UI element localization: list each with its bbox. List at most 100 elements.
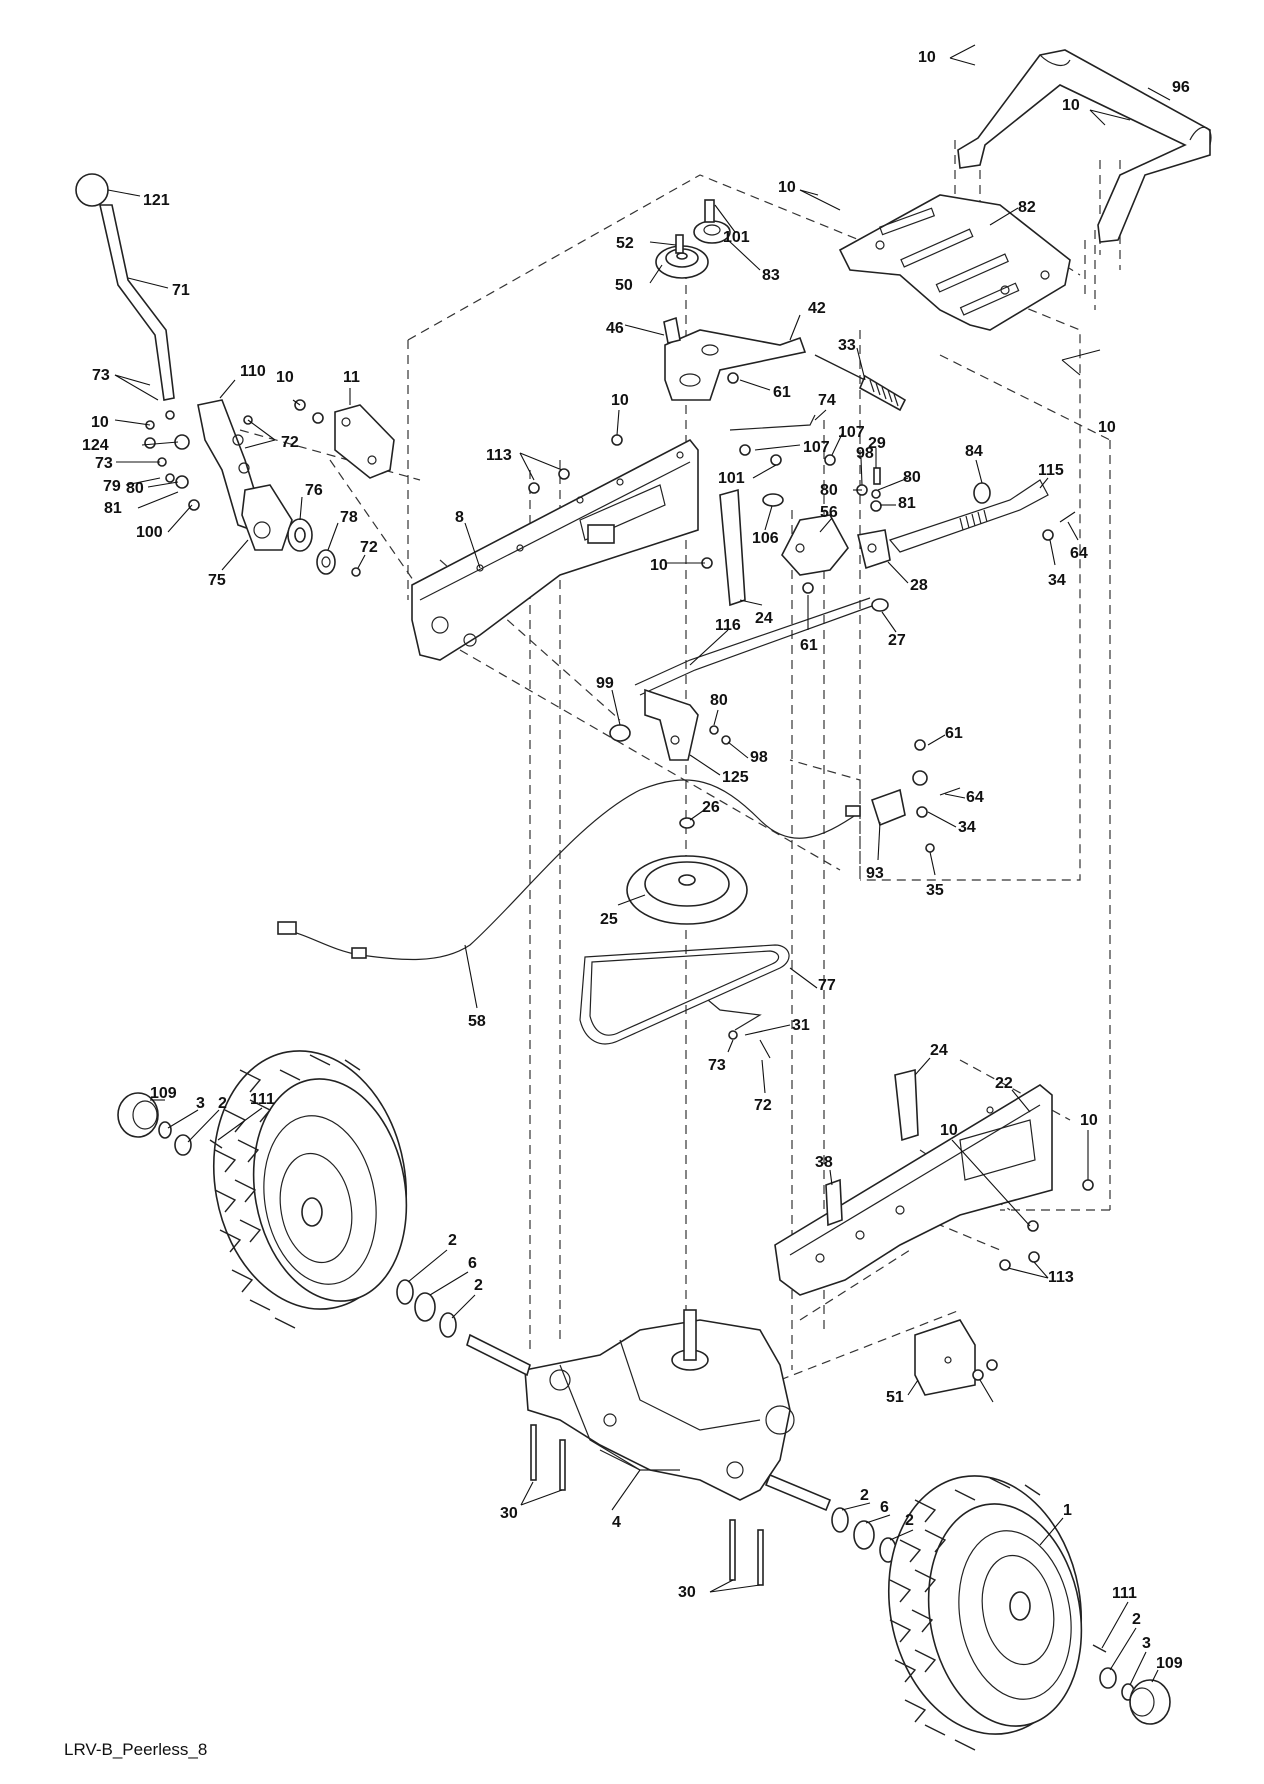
label-72: 72 [754, 1097, 772, 1114]
washer-2c [439, 1312, 457, 1338]
nut-113d [999, 1259, 1011, 1271]
label-22: 22 [995, 1075, 1013, 1092]
clip-73c [728, 1030, 738, 1040]
label-3: 3 [196, 1095, 205, 1112]
label-50: 50 [615, 277, 633, 294]
washer-2b [396, 1279, 414, 1305]
clip-107a [739, 444, 751, 456]
bracket-part-93 [871, 788, 906, 827]
cam-plate-part-56 [781, 514, 849, 576]
label-42: 42 [808, 300, 826, 317]
label-113: 113 [1048, 1269, 1074, 1286]
label-75: 75 [208, 572, 226, 589]
rear-wheel-right [887, 1475, 1083, 1751]
label-51: 51 [886, 1389, 904, 1406]
label-99: 99 [596, 675, 614, 692]
label-58: 58 [468, 1013, 486, 1030]
drive-belt-part-77 [579, 944, 790, 1045]
label-77: 77 [818, 977, 836, 994]
brake-cable-part-58 [277, 779, 861, 961]
label-10: 10 [611, 392, 629, 409]
label-80: 80 [903, 469, 921, 486]
label-109: 109 [150, 1085, 177, 1102]
key-111b [1092, 1644, 1107, 1653]
label-25: 25 [600, 911, 618, 928]
label-93: 93 [866, 865, 884, 882]
bolt-10i [1082, 1179, 1094, 1191]
spring-rod-part-115 [888, 479, 1049, 553]
clip-3a [158, 1121, 172, 1139]
bushing-part-76 [287, 518, 313, 552]
label-72: 72 [360, 539, 378, 556]
label-2: 2 [860, 1487, 869, 1504]
label-6: 6 [468, 1255, 477, 1272]
label-10: 10 [918, 49, 936, 66]
label-116: 116 [715, 617, 741, 634]
label-98: 98 [856, 445, 874, 462]
nut-35 [925, 843, 935, 853]
washer-2d [831, 1507, 849, 1533]
pin-64a [1059, 511, 1076, 523]
label-80: 80 [710, 692, 728, 709]
washer-2a [174, 1134, 192, 1156]
drive-pulley-part-25 [626, 855, 748, 925]
diagram-caption: LRV-B_Peerless_8 [64, 1740, 208, 1759]
washer-part-84 [973, 482, 991, 504]
bolt-10h [1027, 1220, 1039, 1232]
bracket-part-24-lower [894, 1068, 919, 1142]
clip-107b [824, 454, 836, 466]
label-84: 84 [965, 443, 983, 460]
label-10: 10 [91, 414, 109, 431]
label-61: 61 [800, 637, 818, 654]
label-64: 64 [1070, 545, 1088, 562]
left-hardware [144, 399, 361, 577]
mounting-plate-part-82 [838, 194, 1071, 331]
label-24: 24 [930, 1042, 948, 1059]
axle-right [764, 1473, 832, 1512]
label-83: 83 [762, 267, 780, 284]
bracket-part-38 [825, 1178, 843, 1227]
axle-left [466, 1333, 531, 1377]
rod-part-116 [634, 597, 873, 696]
label-10: 10 [1098, 419, 1116, 436]
pivot-bracket-part-75 [241, 484, 293, 551]
label-61: 61 [945, 725, 963, 742]
label-111: 111 [1112, 1585, 1137, 1602]
label-124: 124 [82, 437, 109, 454]
pivot-arm-part-28 [857, 529, 891, 570]
label-29: 29 [868, 435, 886, 452]
spring-part-33 [814, 354, 907, 412]
part-labels: 10 96 10 121 10 82 101 52 83 50 71 42 46… [82, 49, 1190, 1672]
label-81: 81 [104, 500, 122, 517]
bolt-10e [611, 434, 623, 446]
label-26: 26 [702, 799, 720, 816]
bushing-part-99 [609, 724, 631, 742]
hub-cap-part-109-left [117, 1092, 159, 1138]
label-52: 52 [616, 235, 634, 252]
idler-pulley-part-50 [655, 245, 709, 279]
small-hardware-29-80-81-98 [856, 467, 882, 512]
washer-part-27 [871, 598, 889, 612]
label-101: 101 [718, 470, 745, 487]
nut-113a [528, 482, 540, 494]
label-110: 110 [240, 363, 266, 380]
label-38: 38 [815, 1154, 833, 1171]
label-79: 79 [103, 478, 121, 495]
label-78: 78 [340, 509, 358, 526]
label-31: 31 [792, 1017, 810, 1034]
bolt-10k [986, 1359, 998, 1371]
label-2: 2 [218, 1095, 227, 1112]
pin-72c [759, 1039, 771, 1059]
label-2: 2 [474, 1277, 483, 1294]
bolt-101b [770, 454, 782, 466]
label-11: 11 [343, 369, 360, 386]
frame-rail-part-8 [411, 438, 699, 661]
washer-part-78 [316, 549, 336, 575]
label-107: 107 [803, 439, 830, 456]
washer-2f [1099, 1667, 1117, 1689]
key-111a [209, 1139, 223, 1149]
label-61: 61 [773, 384, 791, 401]
label-10: 10 [940, 1122, 958, 1139]
bracket-part-125 [644, 688, 699, 761]
washer-61b [802, 582, 814, 594]
